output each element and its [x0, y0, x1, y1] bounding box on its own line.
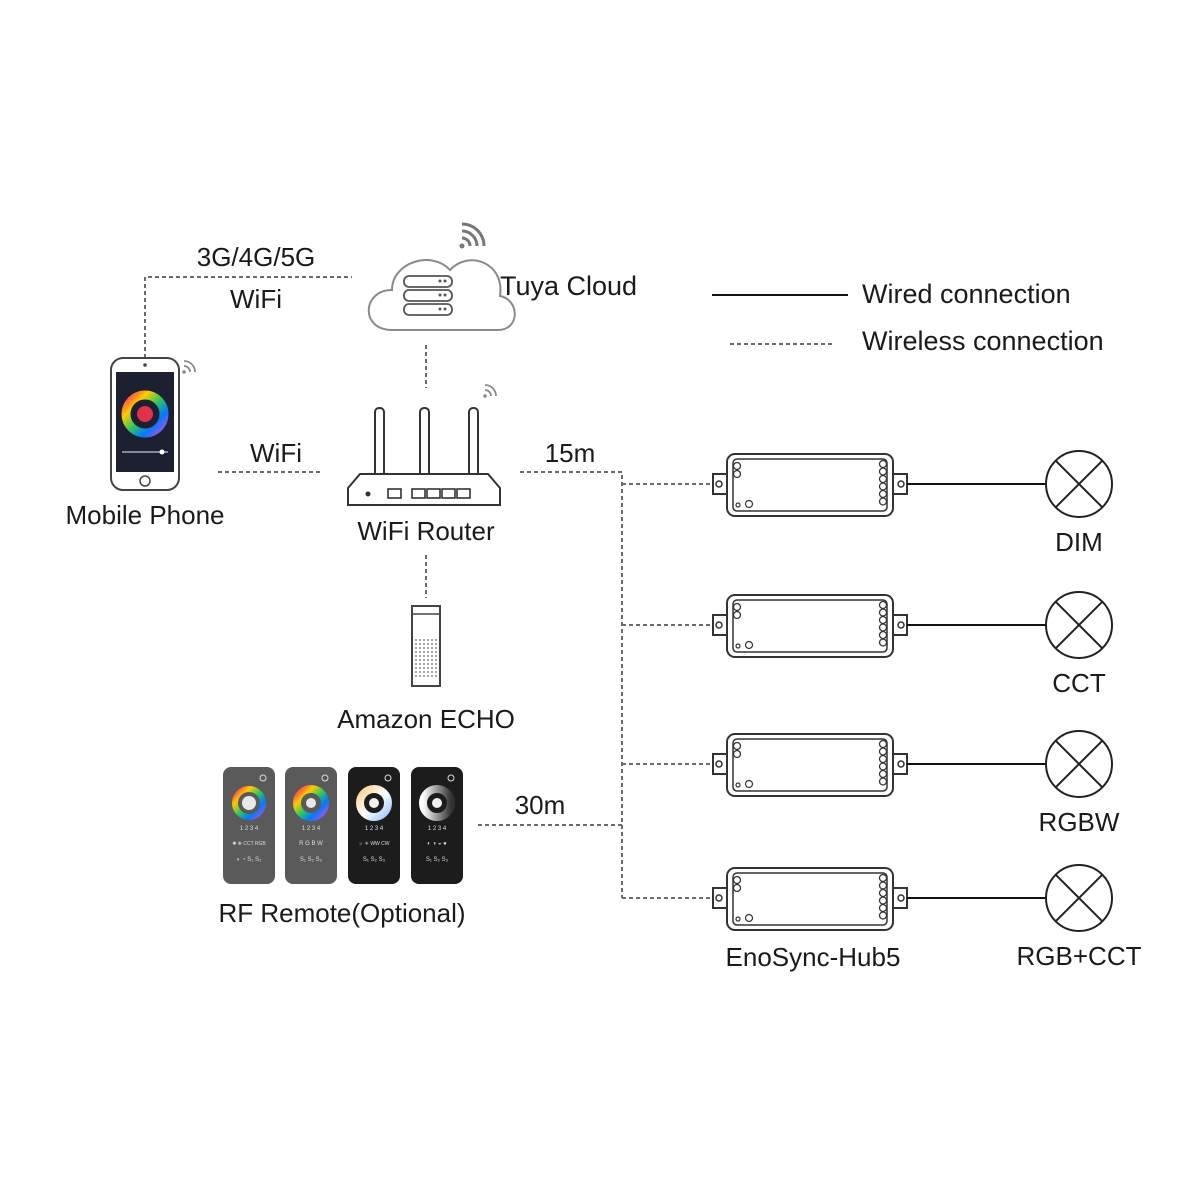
lamp-label: RGB+CCT [1017, 941, 1142, 971]
svg-text:R G B W: R G B W [299, 841, 323, 847]
svg-text:◐ ◑ ◒ ●: ◐ ◑ ◒ ● [427, 841, 447, 847]
phone-label: Mobile Phone [66, 500, 225, 530]
echo-speaker-icon [411, 605, 441, 687]
svg-text:☼ ☀ WW CW: ☼ ☀ WW CW [358, 841, 389, 847]
hub-label: EnoSync-Hub5 [726, 942, 901, 972]
hub-controller-icon [712, 453, 908, 517]
hub-controller-icon [712, 594, 908, 658]
legend: Wired connection Wireless connection [712, 279, 1104, 356]
cloud-label: Tuya Cloud [500, 271, 637, 301]
remote-icon: 1 2 3 4 ✱ ❋ CCT RGB ◐ ◔ S₁ S₂ [223, 767, 275, 884]
router-wifi-signal-icon [483, 384, 497, 398]
hub-row-2: CCT [712, 591, 1113, 698]
svg-text:◐ ◔ S₁ S₂: ◐ ◔ S₁ S₂ [237, 857, 262, 863]
svg-text:S₁ S₂ S₃: S₁ S₂ S₃ [300, 857, 323, 863]
wireless-links [144, 276, 712, 899]
phone-wifi-signal-icon [182, 360, 196, 374]
legend-wired-label: Wired connection [862, 279, 1071, 309]
lamp-label: DIM [1055, 527, 1103, 557]
wifi-mid-label: WiFi [250, 438, 302, 468]
rf-remotes: 1 2 3 4 ✱ ❋ CCT RGB ◐ ◔ S₁ S₂ 1 2 3 4 R … [223, 767, 463, 884]
hub-row-3: RGBW [712, 730, 1120, 837]
svg-text:S₁ S₂ S₃: S₁ S₂ S₃ [426, 857, 449, 863]
lamp-icon [1045, 450, 1113, 518]
hub-controller-icon [712, 733, 908, 797]
svg-text:✱ ❋ CCT RGB: ✱ ❋ CCT RGB [232, 841, 266, 847]
lamp-label: CCT [1052, 668, 1106, 698]
remote-label: RF Remote(Optional) [218, 898, 465, 928]
lamp-icon [1045, 591, 1113, 659]
remote-icon: 1 2 3 4 ◐ ◑ ◒ ● S₁ S₂ S₃ [411, 767, 463, 884]
lamp-icon [1045, 730, 1113, 798]
router-icon [347, 384, 501, 506]
cloud-icon [367, 222, 516, 331]
network-label: 3G/4G/5G [197, 242, 316, 272]
server-icon [403, 275, 453, 316]
distance-router-label: 15m [545, 438, 596, 468]
svg-text:1 2 3 4: 1 2 3 4 [240, 826, 259, 832]
svg-text:S₁ S₂ S₃: S₁ S₂ S₃ [363, 857, 386, 863]
hub-rows: DIM CCT RGBW RGB+CCT [712, 450, 1142, 971]
legend-wireless-label: Wireless connection [862, 326, 1104, 356]
svg-text:1 2 3 4: 1 2 3 4 [365, 826, 384, 832]
hub-row-1: DIM [712, 450, 1113, 557]
router-label: WiFi Router [357, 516, 495, 546]
remote-icon: 1 2 3 4 R G B W S₁ S₂ S₃ [285, 767, 337, 884]
phone-icon [110, 357, 196, 491]
lamp-icon [1045, 864, 1113, 932]
svg-text:1 2 3 4: 1 2 3 4 [428, 826, 447, 832]
hub-controller-icon [712, 867, 908, 931]
wifi-top-label: WiFi [230, 284, 282, 314]
lamp-label: RGBW [1039, 807, 1120, 837]
echo-label: Amazon ECHO [337, 704, 515, 734]
hub-row-4: RGB+CCT [712, 864, 1142, 971]
distance-remote-label: 30m [515, 790, 566, 820]
remote-icon: 1 2 3 4 ☼ ☀ WW CW S₁ S₂ S₃ [348, 767, 400, 884]
svg-text:1 2 3 4: 1 2 3 4 [302, 826, 321, 832]
wifi-signal-icon [459, 222, 486, 249]
